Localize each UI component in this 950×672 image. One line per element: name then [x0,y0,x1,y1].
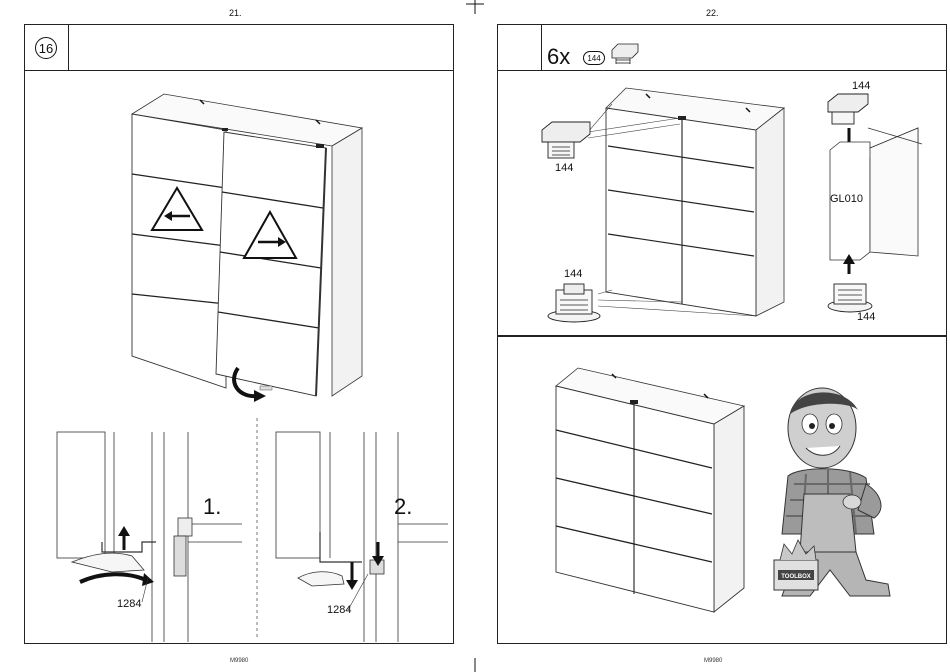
finished-wardrobe-illustration [554,366,754,616]
right-page-footer: M9980 [704,658,722,664]
cap-top-left-detail [538,120,598,162]
cap-bottom-left-detail [546,282,606,326]
cap-bottom-left-label: 144 [564,268,582,280]
panel-label: GL010 [830,193,863,205]
panel-cap-detail [822,88,932,324]
cap-bottom-right-label: 144 [857,311,875,323]
handyman-mascot-illustration: TOOLBOX [770,384,900,604]
cap-top-left-label: 144 [555,162,573,174]
toolbox-label: TOOLBOX [781,574,811,580]
